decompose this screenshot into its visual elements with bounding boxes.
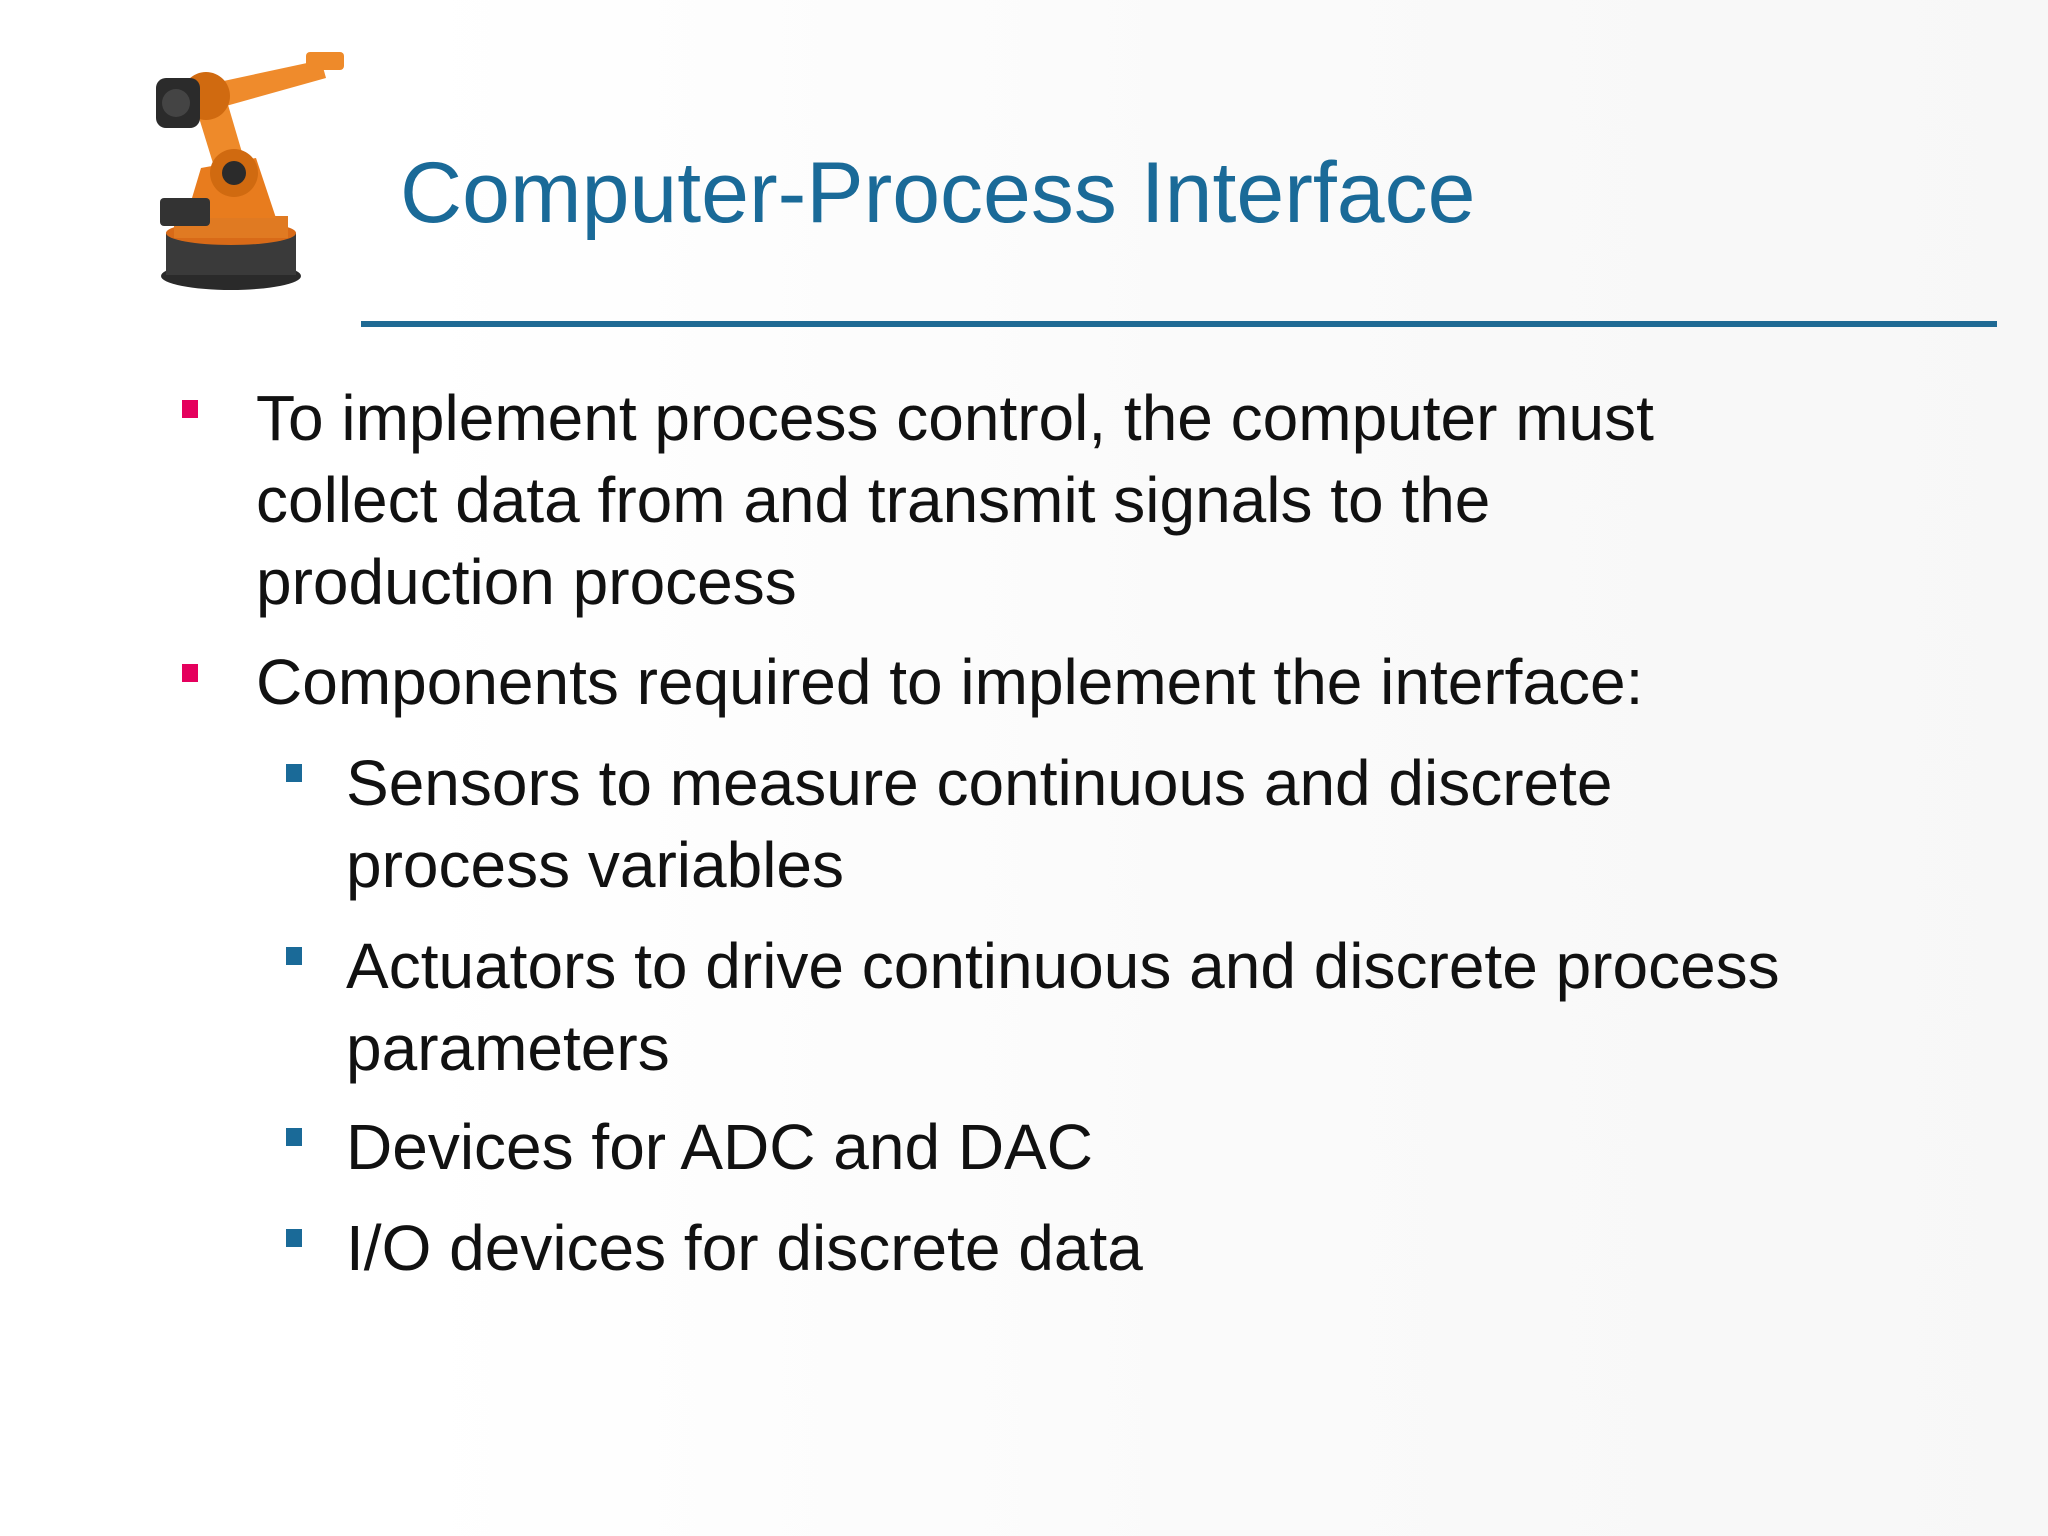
industrial-robot-arm-icon xyxy=(156,52,344,290)
bullet-2-line-1: Components required to implement the int… xyxy=(256,646,1644,718)
bullet-marker xyxy=(182,664,198,682)
sub-bullet-2-line-1: Actuators to drive continuous and discre… xyxy=(346,930,1780,1002)
sub-bullet-marker xyxy=(286,1128,302,1146)
bullet-marker xyxy=(182,400,198,418)
sub-bullet-1-line-2: process variables xyxy=(346,829,844,901)
sub-bullet-marker xyxy=(286,1229,302,1247)
bullet-1-line-1: To implement process control, the comput… xyxy=(256,382,1654,454)
sub-bullet-2-line-2: parameters xyxy=(346,1012,670,1084)
bullet-1-line-2: collect data from and transmit signals t… xyxy=(256,464,1491,536)
slide-title: Computer-Process Interface xyxy=(400,145,1476,241)
sub-bullet-4-line-1: I/O devices for discrete data xyxy=(346,1212,1143,1284)
sub-bullet-marker xyxy=(286,764,302,782)
title-divider xyxy=(361,321,1997,327)
sub-bullet-1-line-1: Sensors to measure continuous and discre… xyxy=(346,747,1613,819)
sub-bullet-3-line-1: Devices for ADC and DAC xyxy=(346,1111,1093,1183)
sub-bullet-marker xyxy=(286,947,302,965)
bullet-1-line-3: production process xyxy=(256,546,797,618)
